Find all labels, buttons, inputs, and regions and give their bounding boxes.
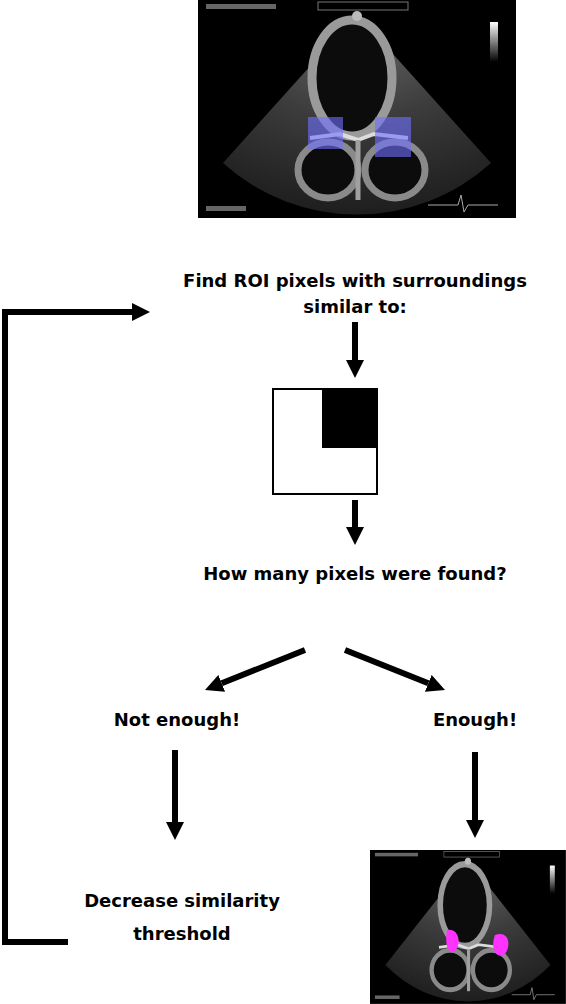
flow-arrow <box>352 322 358 360</box>
flow-step: Find ROI pixels with surroundings simila… <box>150 268 560 320</box>
echo-image-top <box>198 0 516 218</box>
detected-region <box>493 934 508 956</box>
echo-image <box>198 0 516 218</box>
flow-step: How many pixels were found? <box>150 560 560 650</box>
echo-image <box>370 850 566 1004</box>
step-text: Find ROI pixels with surroundings simila… <box>150 268 560 320</box>
pattern-template <box>273 389 377 494</box>
template-dark-quadrant <box>322 389 377 448</box>
flow-step: Enough! <box>405 690 545 750</box>
step-text: Decrease similarity threshold <box>68 884 296 950</box>
flow-arrow <box>472 752 478 820</box>
flow-arrow <box>5 312 132 942</box>
detected-region <box>446 930 458 952</box>
template-square <box>273 389 377 494</box>
flow-arrow <box>345 650 428 683</box>
flow-arrow <box>352 500 358 527</box>
flow-step: Not enough! <box>87 690 267 750</box>
flow-step: Decrease similarity threshold <box>68 840 296 982</box>
step-text: Not enough! <box>87 690 267 750</box>
roi-region <box>375 117 411 157</box>
step-text: Enough! <box>405 690 545 750</box>
echo-image-bottom <box>370 850 566 1004</box>
step-text: How many pixels were found? <box>150 560 560 588</box>
roi-region <box>308 117 343 149</box>
flow-arrow <box>222 650 305 683</box>
flow-arrow <box>172 750 178 822</box>
